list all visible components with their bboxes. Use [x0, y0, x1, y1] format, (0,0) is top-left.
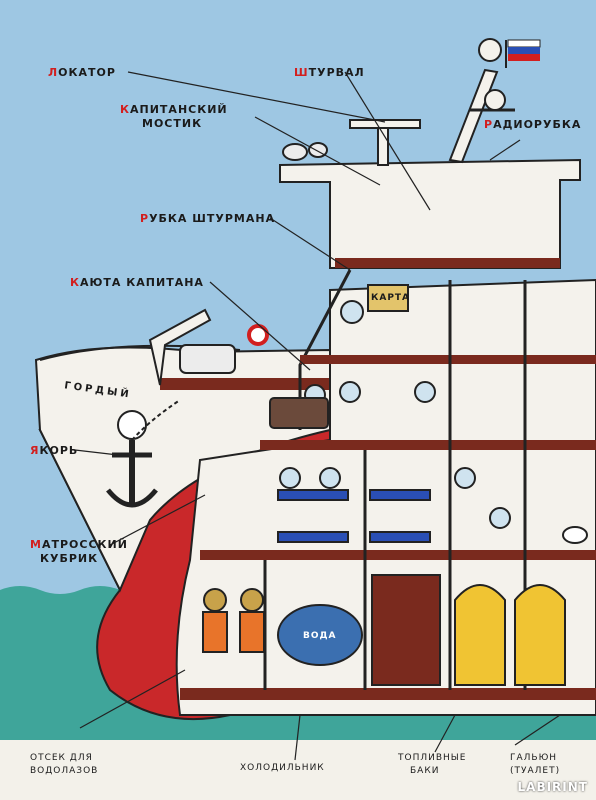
- anchor-drawing: [106, 399, 181, 508]
- watermark: LABIRINT: [517, 780, 588, 794]
- portholes: [279, 300, 511, 529]
- russian-flag: [505, 39, 541, 68]
- map-sign: [367, 284, 409, 312]
- label-toilet-line2: (туалет): [510, 766, 561, 776]
- label-fridge: Холодильник: [240, 763, 325, 773]
- bow-deck: [160, 378, 330, 390]
- sofa: [269, 397, 329, 429]
- label-fuel-line1: Топливные: [398, 753, 467, 763]
- deck-captain: [300, 355, 596, 364]
- deck-main: [260, 440, 596, 450]
- label-crew-quarters-line1: Матросский: [30, 538, 128, 551]
- winch: [179, 344, 236, 374]
- label-wheel: Штурвал: [294, 66, 365, 79]
- bottom-margin: [0, 740, 596, 800]
- pointer-lines: [74, 71, 561, 761]
- label-toilet-line1: Гальюн: [510, 753, 558, 763]
- fuel-tanks: [454, 584, 566, 686]
- label-divers-line1: Отсек для: [30, 753, 93, 763]
- water-tank-label: ВОДА: [303, 631, 337, 641]
- toilet: [562, 526, 588, 544]
- label-captain-cabin: Каюта капитана: [70, 276, 204, 289]
- water-tank: [277, 604, 363, 666]
- label-bridge-line2: мостик: [142, 117, 203, 130]
- bunk-beds: [277, 489, 431, 543]
- label-locator: Локатор: [48, 66, 116, 79]
- radio-antenna-dish: [484, 89, 506, 111]
- label-divers-line2: водолазов: [30, 766, 99, 776]
- label-navigator-room: Рубка штурмана: [140, 212, 276, 225]
- bow-crane: [148, 308, 212, 386]
- label-radio-room: Радиорубка: [484, 118, 582, 131]
- deck-hold: [180, 688, 596, 700]
- label-anchor: Якорь: [30, 444, 79, 457]
- label-fuel-line2: баки: [410, 766, 440, 776]
- radar-locator: [349, 119, 421, 129]
- diving-suits: [202, 588, 265, 653]
- pantry-shelves: [371, 574, 441, 686]
- bow-lifebuoy: [247, 324, 269, 346]
- label-crew-quarters-line2: кубрик: [40, 552, 99, 565]
- label-bridge-line1: Капитанский: [120, 103, 228, 116]
- deck-crew: [200, 550, 596, 560]
- bridge-deck: [335, 258, 560, 268]
- main-mast: [448, 68, 499, 164]
- map-sign-label: КАРТА: [371, 293, 411, 303]
